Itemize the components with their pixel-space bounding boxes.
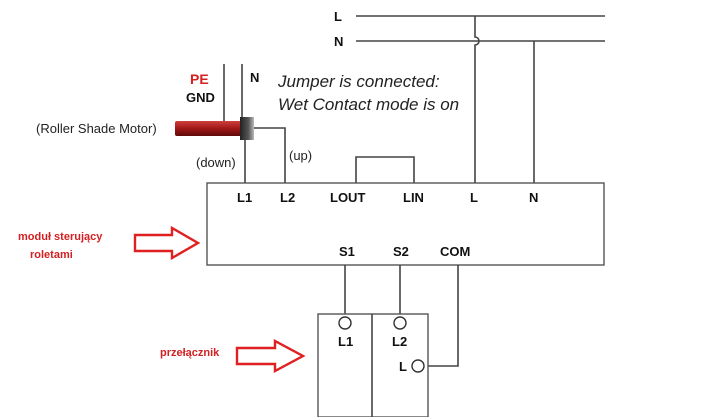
pe-label: PE	[190, 71, 209, 87]
terminal-l-label: L	[470, 190, 478, 205]
terminal-s2-label: S2	[393, 244, 409, 259]
terminal-l2-label: L2	[280, 190, 295, 205]
switch-terminal-l1-icon	[338, 316, 352, 330]
down-label: (down)	[196, 155, 236, 170]
switch-arrow-icon	[235, 338, 306, 374]
control-module: L1 L2 LOUT LIN L N S1 S2 COM	[206, 182, 605, 266]
motor-cable	[175, 121, 245, 136]
gnd-label: GND	[186, 90, 215, 105]
control-module-box	[206, 182, 605, 266]
module-caption-line1: moduł sterujący	[18, 231, 103, 243]
switch: L1 L2 L	[317, 313, 429, 417]
terminal-n-label: N	[529, 190, 538, 205]
switch-l1-label: L1	[338, 334, 353, 349]
module-l-feed-wire	[474, 16, 480, 183]
motor-cable-plug	[240, 117, 254, 140]
mains-bus: L N	[334, 9, 605, 183]
mains-line-label: L	[334, 9, 342, 24]
module-arrow-icon	[133, 225, 201, 261]
terminal-l1-label: L1	[237, 190, 252, 205]
switch-body	[317, 313, 429, 417]
jumper-note-line1: Jumper is connected:	[277, 72, 440, 91]
com-wire	[424, 265, 459, 367]
jumper-note-line2: Wet Contact mode is on	[278, 95, 459, 114]
switch-terminal-l-icon	[411, 359, 425, 373]
jumper-wire	[355, 156, 415, 183]
roller-shade-motor-label: (Roller Shade Motor)	[36, 121, 157, 136]
module-annotation: moduł sterujący roletami	[18, 225, 201, 261]
motor-n-label: N	[250, 70, 259, 85]
switch-wires	[344, 265, 459, 367]
switch-l-label: L	[399, 359, 407, 374]
module-caption-line2: roletami	[30, 249, 73, 261]
switch-l2-label: L2	[392, 334, 407, 349]
switch-terminal-l2-icon	[393, 316, 407, 330]
up-label: (up)	[289, 148, 312, 163]
terminal-s1-label: S1	[339, 244, 355, 259]
terminal-lin-label: LIN	[403, 190, 424, 205]
jumper-note: Jumper is connected: Wet Contact mode is…	[277, 72, 459, 114]
switch-annotation: przełącznik	[160, 338, 306, 374]
switch-caption: przełącznik	[160, 347, 220, 359]
terminal-com-label: COM	[440, 244, 470, 259]
mains-neutral-label: N	[334, 34, 343, 49]
terminal-lout-label: LOUT	[330, 190, 365, 205]
motor-group: PE GND N (Roller Shade Motor) (down) (up…	[36, 64, 312, 183]
up-wire	[254, 127, 286, 183]
